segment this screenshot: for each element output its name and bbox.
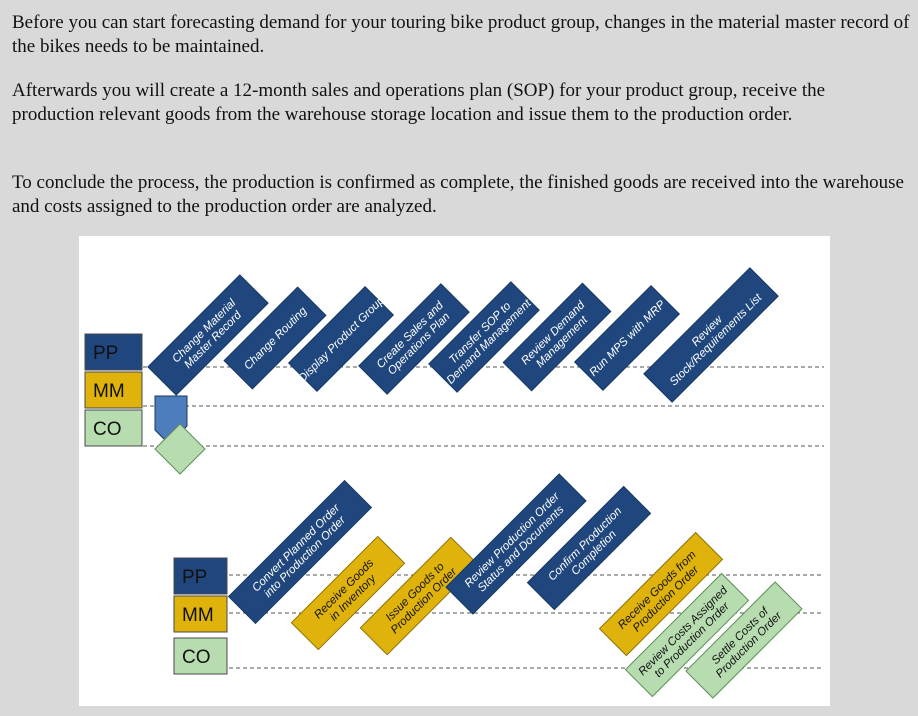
top-lane-pp-box <box>84 333 143 371</box>
intro-paragraph: Before you can start forecasting demand … <box>12 12 910 57</box>
bottom-lane-mm-box <box>173 595 228 633</box>
bottom-step-3-shape <box>359 536 479 656</box>
top-step-1-shape <box>147 274 269 396</box>
top-step-3-shape <box>287 285 395 393</box>
top-lane-co-box <box>84 409 143 447</box>
top-step-4-shape <box>358 283 470 395</box>
top-lane-pp-label: PP <box>93 343 118 364</box>
top-step-2-shape <box>223 286 327 390</box>
top-step-6-shape <box>502 282 612 392</box>
conclusion-paragraph: To conclude the process, the production … <box>12 172 904 217</box>
top-step-8-shape <box>643 267 779 403</box>
bottom-step-6-shape <box>598 531 724 657</box>
bottom-step-4-shape <box>445 473 587 615</box>
bottom-step-7-shape <box>624 572 750 698</box>
sop-paragraph: Afterwards you will create a 12-month sa… <box>12 80 826 125</box>
bottom-step-1-shape <box>227 479 373 625</box>
co-connector-shape <box>154 423 206 475</box>
bottom-lane-pp-label: PP <box>182 567 207 588</box>
bottom-step-2-shape <box>290 535 406 651</box>
bottom-step-5-shape <box>526 485 652 611</box>
bottom-step-8-shape <box>685 581 803 699</box>
top-step-2: Change Routing <box>223 286 327 390</box>
top-lane-mm-label: MM <box>93 381 125 402</box>
top-step-7-shape <box>573 284 681 392</box>
top-lane-co-label: CO <box>93 419 122 440</box>
bottom-lane-co-label: CO <box>182 647 211 668</box>
top-step-5-shape <box>428 281 540 393</box>
top-lane-mm-box <box>84 371 143 409</box>
bottom-lane-co-box <box>173 637 228 675</box>
bottom-lane-mm-label: MM <box>182 605 214 626</box>
bottom-lane-pp-box <box>173 557 228 595</box>
